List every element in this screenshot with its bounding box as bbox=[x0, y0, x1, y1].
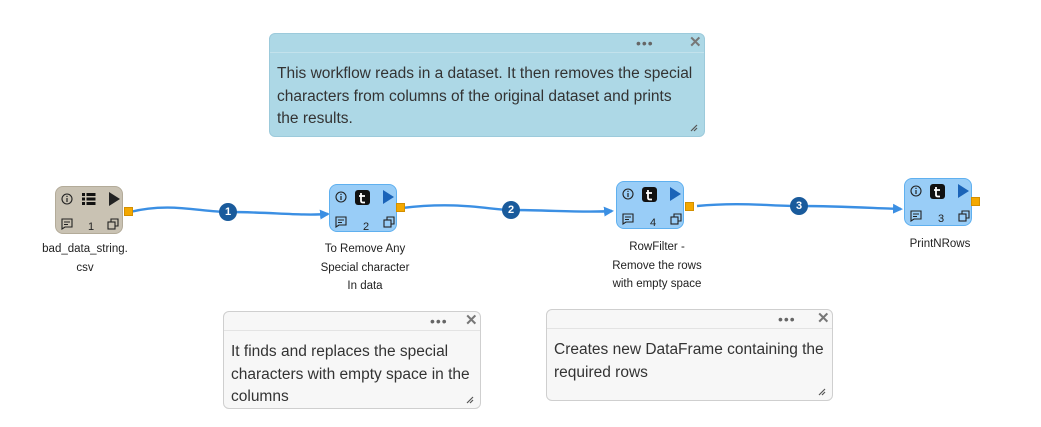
node-count: 4 bbox=[649, 217, 657, 229]
node-count: 3 bbox=[937, 213, 945, 225]
play-icon[interactable] bbox=[669, 187, 681, 201]
node-remove-special[interactable]: 2 bbox=[329, 184, 405, 233]
note-text: Creates new DataFrame containing the req… bbox=[554, 341, 824, 381]
node-label: PrintNRows bbox=[909, 238, 971, 250]
node-count: 1 bbox=[87, 221, 95, 233]
list-icon[interactable] bbox=[82, 192, 96, 206]
transform-icon[interactable] bbox=[642, 187, 657, 202]
copy-icon[interactable] bbox=[958, 210, 970, 222]
output-port[interactable] bbox=[124, 207, 133, 216]
edge-badge[interactable]: 1 bbox=[219, 203, 237, 221]
copy-icon[interactable] bbox=[383, 216, 395, 228]
node-label: RowFilter - Remove the rows with empty s… bbox=[612, 241, 702, 290]
note-header: ••• ✕ bbox=[547, 310, 832, 329]
copy-icon[interactable] bbox=[107, 218, 119, 230]
output-port[interactable] bbox=[396, 203, 405, 212]
info-icon[interactable] bbox=[910, 185, 922, 197]
workflow-description-note[interactable]: ••• ✕ This workflow reads in a dataset. … bbox=[269, 33, 705, 137]
comment-icon[interactable] bbox=[335, 216, 347, 228]
play-icon[interactable] bbox=[108, 192, 120, 206]
comment-icon[interactable] bbox=[622, 213, 634, 225]
dataframe-note[interactable]: ••• ✕ Creates new DataFrame containing t… bbox=[546, 309, 833, 401]
close-icon[interactable]: ✕ bbox=[817, 310, 830, 327]
edge-badge[interactable]: 3 bbox=[790, 197, 808, 215]
note-header: ••• ✕ bbox=[270, 34, 704, 53]
transform-icon[interactable] bbox=[930, 184, 945, 199]
more-dots-icon[interactable]: ••• bbox=[430, 313, 448, 329]
play-icon[interactable] bbox=[382, 190, 394, 204]
note-text: It finds and replaces the special charac… bbox=[231, 343, 470, 405]
info-icon[interactable] bbox=[622, 188, 634, 200]
copy-icon[interactable] bbox=[670, 213, 682, 225]
info-icon[interactable] bbox=[61, 193, 73, 205]
play-icon[interactable] bbox=[957, 184, 969, 198]
comment-icon[interactable] bbox=[910, 210, 922, 222]
node-label: bad_data_string. csv bbox=[42, 243, 128, 274]
close-icon[interactable]: ✕ bbox=[689, 34, 702, 51]
replace-special-note[interactable]: ••• ✕ It finds and replaces the special … bbox=[223, 311, 481, 409]
note-header: ••• ✕ bbox=[224, 312, 480, 331]
node-row-filter[interactable]: 4 bbox=[616, 181, 694, 229]
output-port[interactable] bbox=[971, 197, 980, 206]
info-icon[interactable] bbox=[335, 191, 347, 203]
more-dots-icon[interactable]: ••• bbox=[778, 311, 796, 327]
transform-icon[interactable] bbox=[355, 190, 370, 205]
resize-grip-icon[interactable] bbox=[818, 388, 826, 396]
node-read-csv[interactable]: 1 bbox=[55, 186, 133, 234]
comment-icon[interactable] bbox=[61, 218, 73, 230]
output-port[interactable] bbox=[685, 202, 694, 211]
resize-grip-icon[interactable] bbox=[690, 124, 698, 132]
node-count: 2 bbox=[362, 221, 370, 233]
resize-grip-icon[interactable] bbox=[466, 396, 474, 404]
node-print-n-rows[interactable]: 3 bbox=[904, 178, 980, 226]
close-icon[interactable]: ✕ bbox=[465, 312, 478, 329]
more-dots-icon[interactable]: ••• bbox=[636, 35, 654, 51]
note-text: This workflow reads in a dataset. It the… bbox=[277, 65, 693, 127]
node-label: To Remove Any Special character In data bbox=[320, 243, 410, 292]
edge-badge[interactable]: 2 bbox=[502, 201, 520, 219]
